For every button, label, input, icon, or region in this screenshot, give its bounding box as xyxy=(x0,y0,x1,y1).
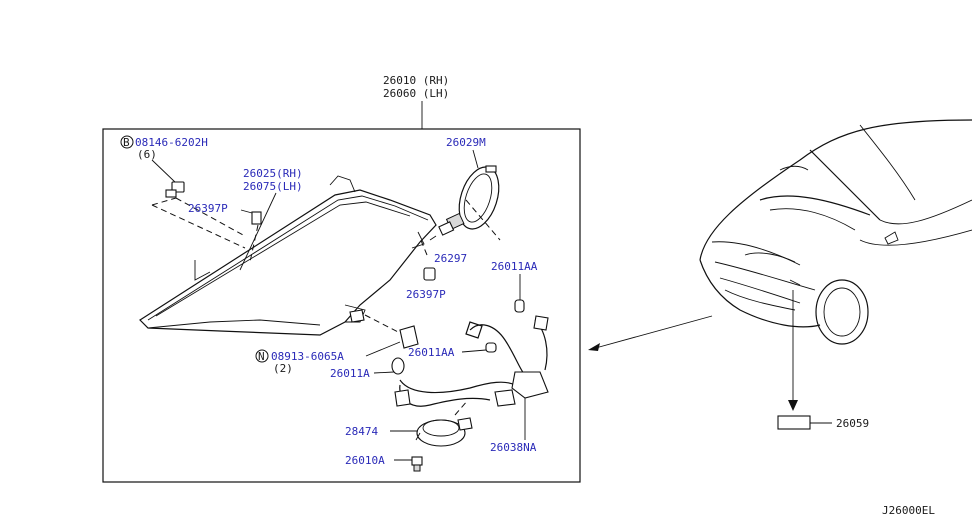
nut-quantity: (2) xyxy=(273,362,293,375)
nut-part-number[interactable]: 08913-6065A xyxy=(271,350,344,363)
clip-lower-part-number[interactable]: 26397P xyxy=(406,288,446,301)
bulb-h-part-number[interactable]: 26297 xyxy=(434,252,467,265)
clip-upper-part-number[interactable]: 26397P xyxy=(188,202,228,215)
bulb-aa-lower-part-number[interactable]: 26011AA xyxy=(408,346,455,359)
part-bolt[interactable]: B 08146-6202H (6) xyxy=(120,135,208,161)
arrow-head-down xyxy=(788,400,798,411)
assembly-label-rh: 26010 (RH) xyxy=(383,74,449,87)
lens-leader xyxy=(239,192,277,271)
bulb-aa-lower-icon xyxy=(485,342,497,353)
actuator-part-number[interactable]: 28474 xyxy=(345,425,378,438)
bulb-a-leader xyxy=(373,371,395,374)
bulb-aa-lower-leader xyxy=(461,349,487,353)
socket-ring-leader xyxy=(472,149,479,169)
wiring-harness-icon xyxy=(394,315,549,440)
bolt-part-number[interactable]: 08146-6202H xyxy=(135,136,208,149)
bolt-marker-letter: B xyxy=(123,136,130,149)
lens-part-number-lh[interactable]: 26075(LH) xyxy=(243,180,303,193)
vehicle-to-frame-leader xyxy=(591,315,713,350)
clip-lower-icon xyxy=(423,267,436,281)
bolt-dashed-path xyxy=(151,197,246,249)
nut-icon xyxy=(399,325,419,349)
label-sticker-icon xyxy=(777,415,811,430)
nut-leader xyxy=(365,341,401,357)
screw-icon xyxy=(411,456,423,472)
headlamp-housing-icon xyxy=(139,175,437,336)
clip-upper-leader xyxy=(240,209,253,214)
nut-dashed-path xyxy=(364,314,401,334)
nut-marker-circle xyxy=(255,349,269,363)
bulb-h-icon xyxy=(429,212,465,241)
harness-part-number[interactable]: 26038NA xyxy=(490,441,537,454)
diagram-code: J26000EL xyxy=(882,504,935,517)
bulb-a-icon xyxy=(391,357,405,375)
socket-ring-icon xyxy=(458,165,500,230)
actuator-icon xyxy=(415,417,473,447)
assembly-frame xyxy=(102,128,581,483)
bulb-a-part-number[interactable]: 26011A xyxy=(330,367,370,380)
bolt-quantity: (6) xyxy=(137,148,157,161)
screw-part-number[interactable]: 26010A xyxy=(345,454,385,467)
assembly-label-lh: 26060 (LH) xyxy=(383,87,449,100)
arrow-head-left xyxy=(588,343,600,351)
bolt-leader xyxy=(151,159,177,184)
vehicle-outline-icon xyxy=(699,119,972,345)
bulb-aa-upper-icon xyxy=(514,299,525,313)
actuator-dashed-path xyxy=(454,399,469,416)
socket-ring-part-number[interactable]: 26029M xyxy=(446,136,486,149)
bulb-dashed-path xyxy=(419,199,501,256)
clip-upper-icon xyxy=(251,211,262,225)
lens-part-number[interactable]: 26025(RH) xyxy=(243,167,303,180)
bolt-icon xyxy=(165,181,185,198)
part-nut[interactable]: N 08913-6065A (2) xyxy=(255,349,344,375)
bulb-aa-upper-part-number[interactable]: 26011AA xyxy=(491,260,538,273)
bolt-marker-circle xyxy=(120,135,134,149)
nut-marker-letter: N xyxy=(258,350,265,363)
clip-upper-dashed-path xyxy=(249,224,259,263)
label-sticker-part-number[interactable]: 26059 xyxy=(836,417,869,430)
